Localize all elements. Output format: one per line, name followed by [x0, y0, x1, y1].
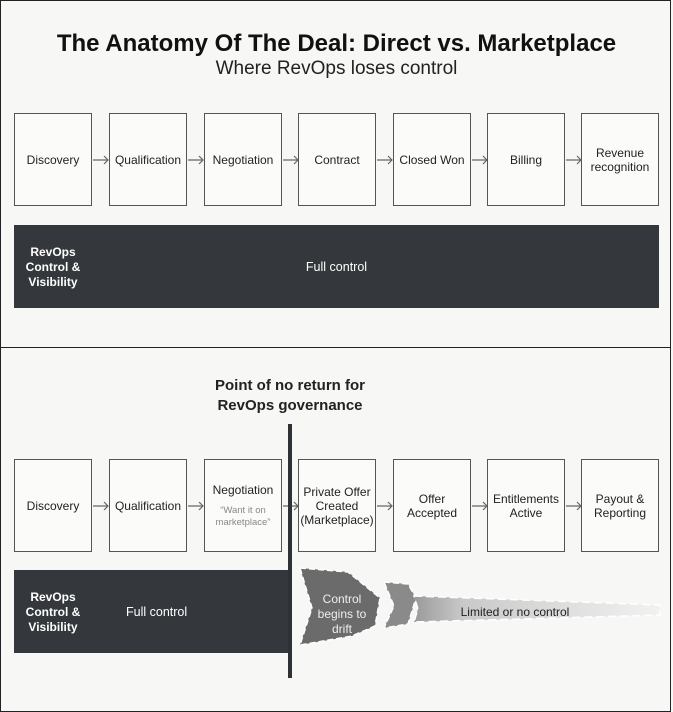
- stage-label: Contract: [314, 152, 360, 167]
- stage-label: Closed Won: [399, 152, 465, 167]
- arrow-right-icon: [188, 501, 204, 511]
- stage-box: Qualification: [109, 113, 187, 206]
- stage-box: Closed Won: [393, 113, 471, 206]
- full-control-text: Full control: [305, 260, 368, 274]
- point-of-no-return-heading: Point of no return for RevOps governance: [215, 377, 365, 414]
- title: The Anatomy Of The Deal: Direct vs. Mark…: [56, 30, 617, 57]
- drift-text: Control begins to drift: [317, 592, 367, 636]
- stage-box: Private Offer Created (Marketplace): [298, 459, 376, 552]
- stage-box: Payout & Reporting: [581, 459, 659, 552]
- stage-label: Offer Accepted: [406, 491, 458, 520]
- arrow-right-icon: [566, 501, 582, 511]
- drift-graphic: [298, 567, 661, 646]
- arrow-right-icon: [377, 501, 393, 511]
- subtitle: Where RevOps loses control: [215, 58, 458, 79]
- arrow-right-icon: [283, 155, 299, 165]
- stage-label: Discovery: [26, 498, 80, 513]
- stage-label: Revenue recognition: [590, 145, 650, 174]
- arrow-right-icon: [93, 501, 109, 511]
- stage-box: Negotiation “Want it on marketplace”: [204, 459, 282, 552]
- arrow-right-icon: [566, 155, 582, 165]
- stage-label: Qualification: [114, 152, 182, 167]
- stage-box: Contract: [298, 113, 376, 206]
- negotiation-note: “Want it on marketplace”: [215, 504, 271, 528]
- stage-label: Billing: [509, 152, 542, 167]
- stage-box: Revenue recognition: [581, 113, 659, 206]
- bar-label: RevOps Control & Visibility: [25, 590, 81, 634]
- full-control-text: Full control: [126, 605, 188, 619]
- stage-box: Negotiation: [204, 113, 282, 206]
- marketplace-control-bar: RevOps Control & Visibility Full control: [14, 570, 290, 653]
- arrow-right-icon: [377, 155, 393, 165]
- point-of-no-return-line: [288, 424, 292, 678]
- stage-label: Discovery: [26, 152, 80, 167]
- arrow-right-icon: [93, 155, 109, 165]
- stage-label: Negotiation: [212, 482, 274, 497]
- stage-box: Discovery: [14, 459, 92, 552]
- arrow-right-icon: [188, 155, 204, 165]
- arrow-right-icon: [472, 155, 488, 165]
- stage-box: Entitlements Active: [487, 459, 565, 552]
- bar-label: RevOps Control & Visibility: [25, 245, 81, 289]
- stage-box: Billing: [487, 113, 565, 206]
- stage-box: Discovery: [14, 113, 92, 206]
- stage-label: Qualification: [114, 498, 182, 513]
- drift-segment: [298, 567, 381, 646]
- stage-label: Private Offer Created (Marketplace): [300, 484, 374, 527]
- stage-box: Qualification: [109, 459, 187, 552]
- direct-control-bar: RevOps Control & Visibility Full control: [14, 225, 659, 308]
- limited-control-taper: [412, 595, 661, 623]
- arrow-right-icon: [472, 501, 488, 511]
- stage-label: Payout & Reporting: [593, 491, 647, 520]
- stage-label: Negotiation: [212, 152, 274, 167]
- drift-chevron: [382, 581, 417, 629]
- limited-control-text: Limited or no control: [460, 605, 570, 619]
- stage-box: Offer Accepted: [393, 459, 471, 552]
- stage-label: Entitlements Active: [492, 491, 560, 520]
